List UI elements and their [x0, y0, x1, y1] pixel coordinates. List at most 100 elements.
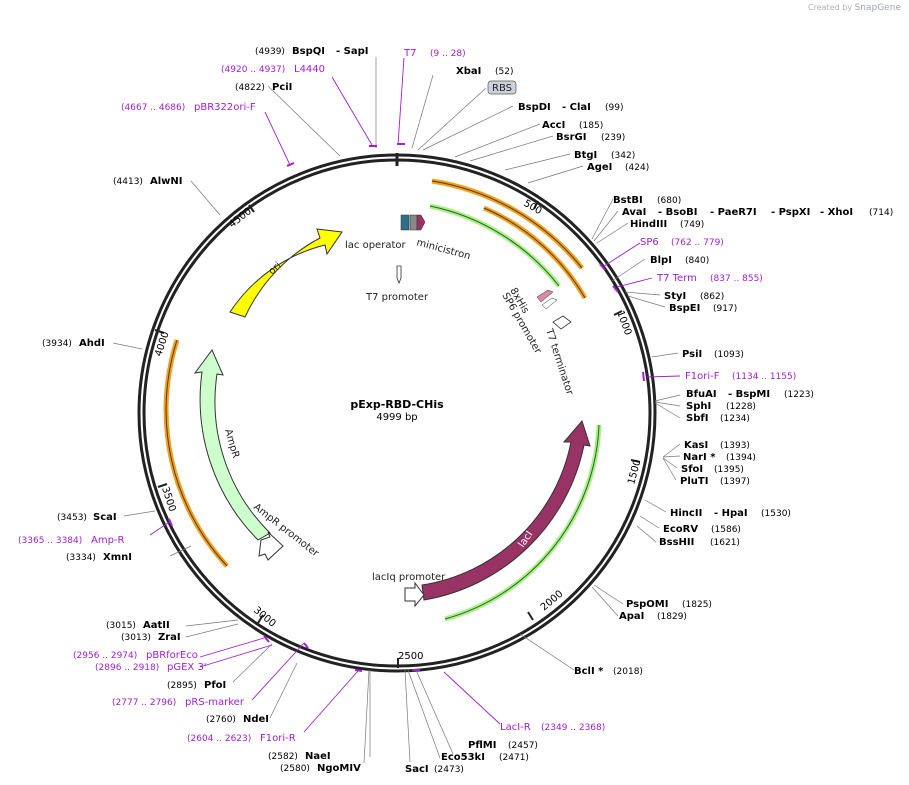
bspei-label[interactable]: BspEI: [669, 303, 700, 314]
kasi-pos: (1393): [720, 441, 750, 451]
f1ori-label[interactable]: F1ori-F: [685, 371, 720, 382]
t7-promoter-arrow[interactable]: [396, 265, 402, 285]
pgex3-label[interactable]: pGEX 3': [167, 662, 207, 673]
bspei-pos: (917): [713, 304, 737, 314]
blpi-label[interactable]: BlpI: [650, 255, 672, 266]
bsshii-label[interactable]: BssHII: [659, 537, 694, 548]
l4440-label[interactable]: L4440: [294, 64, 325, 75]
hindiii-pos: (749): [680, 220, 704, 230]
pflmi-pos: (2457): [508, 741, 538, 751]
ndei-label[interactable]: NdeI: [243, 714, 269, 725]
psii-label[interactable]: PsiI: [682, 349, 702, 360]
sphi-label[interactable]: SphI: [686, 401, 711, 412]
laci-r-label[interactable]: LacI-R: [500, 722, 531, 733]
saci-label[interactable]: SacI: [405, 764, 429, 775]
laci-arrow: [421, 419, 591, 601]
ampr-primer-label[interactable]: Amp-R: [91, 535, 125, 546]
ampr-promoter-arrow: [258, 531, 284, 561]
bspmi-label[interactable]: - BspMI: [728, 389, 770, 400]
pbr322-label[interactable]: pBR322ori-F: [194, 102, 256, 113]
sp6-label[interactable]: SP6: [640, 237, 659, 248]
pfoi-label[interactable]: PfoI: [204, 680, 226, 691]
feature-ori[interactable]: ori: [229, 228, 343, 318]
apai-label[interactable]: ApaI: [619, 611, 644, 622]
rbs-box[interactable]: [409, 214, 418, 231]
acci-label[interactable]: AccI: [542, 120, 565, 131]
bspdi-pos: (99): [605, 103, 623, 113]
bsobi-label[interactable]: - BsoBI: [658, 207, 697, 218]
his-tag-box[interactable]: [536, 289, 554, 303]
pspomi-pos: (1825): [682, 600, 712, 610]
ecorv-label[interactable]: EcoRV: [663, 524, 698, 535]
xhoi-label[interactable]: - XhoI: [820, 207, 853, 218]
bstbi-pos: (680): [657, 196, 681, 206]
paer7i-label[interactable]: - PaeR7I: [710, 207, 757, 218]
sbfi-label[interactable]: SbfI: [686, 413, 708, 424]
primer-leader-lines: [149, 57, 681, 733]
pflmi-label[interactable]: PflMI: [468, 740, 496, 751]
aatii-label[interactable]: AatII: [143, 620, 170, 631]
bspdi-label[interactable]: BspDI: [518, 102, 551, 113]
styi-label[interactable]: StyI: [664, 291, 686, 302]
bcli-label[interactable]: BclI *: [574, 666, 604, 677]
pcii-label[interactable]: PciI: [272, 82, 292, 93]
sapi-label[interactable]: - SapI: [336, 46, 368, 57]
pbr322-range: (4667 .. 4686): [121, 103, 185, 113]
acci-pos: (185): [579, 121, 603, 131]
ngomiv-label[interactable]: NgoMIV: [317, 763, 361, 774]
plasmid-name: pExp-RBD-CHis: [350, 398, 444, 411]
f1ori-r-label[interactable]: F1ori-R: [260, 733, 296, 744]
ori-arrow: [229, 228, 343, 318]
bfuai-label[interactable]: BfuAI: [686, 389, 717, 400]
scai-label[interactable]: ScaI: [93, 512, 117, 523]
rbs-badge[interactable]: [487, 80, 517, 95]
pspxi-label[interactable]: - PspXI: [771, 207, 810, 218]
ampr-arrow: [193, 349, 271, 541]
bstbi-label[interactable]: BstBI: [613, 195, 643, 206]
nari-label[interactable]: NarI *: [683, 452, 716, 463]
eco53ki-label[interactable]: Eco53kI: [441, 752, 485, 763]
saci-pos: (2473): [434, 765, 464, 775]
green-arc-bottom-line: [444, 424, 600, 620]
xmni-pos: (3334): [66, 553, 96, 563]
bspqi-label[interactable]: BspQI: [292, 46, 325, 57]
alwni-label[interactable]: AlwNI: [150, 176, 183, 187]
pbrforeco-range: (2956 .. 2974): [73, 651, 137, 661]
bsrgi-label[interactable]: BsrGI: [556, 132, 586, 143]
clai-label[interactable]: - ClaI: [562, 102, 591, 113]
prs-range: (2777 .. 2796): [112, 698, 176, 708]
t7term-label[interactable]: T7 Term: [656, 273, 697, 284]
xbai-label[interactable]: XbaI: [456, 66, 481, 77]
pluti-label[interactable]: PluTI: [680, 476, 708, 487]
blpi-pos: (840): [685, 256, 709, 266]
prs-label[interactable]: pRS-marker: [185, 697, 245, 708]
green-arc-top-line: [429, 205, 560, 287]
agei-label[interactable]: AgeI: [587, 162, 612, 173]
btgi-label[interactable]: BtgI: [574, 150, 597, 161]
ahdi-label[interactable]: AhdI: [79, 338, 105, 349]
zrai-label[interactable]: ZraI: [158, 632, 181, 643]
hincii-pos: (1530): [761, 509, 791, 519]
minicistron-arrow[interactable]: [416, 214, 426, 231]
laciq-promoter-arrow: [404, 581, 425, 608]
pbrforeco-label[interactable]: pBRforEco: [146, 650, 198, 661]
xmni-label[interactable]: XmnI: [103, 552, 132, 563]
tick-marks: [154, 200, 641, 668]
kasi-label[interactable]: KasI: [684, 440, 708, 451]
t7-terminator-box[interactable]: [552, 315, 572, 330]
feature-laciq-promoter[interactable]: lacIq promoter: [372, 572, 446, 608]
sp6-range: (762 .. 779): [671, 238, 724, 248]
hpai-label[interactable]: - HpaI: [714, 508, 748, 519]
lac-operator-box[interactable]: [400, 214, 410, 231]
naei-label[interactable]: NaeI: [305, 751, 331, 762]
hincii-label[interactable]: HincII: [670, 508, 702, 519]
t7-primer-label[interactable]: T7: [403, 48, 416, 59]
feature-laci[interactable]: lacI: [421, 419, 591, 601]
pspomi-label[interactable]: PspOMI: [626, 599, 668, 610]
avai-label[interactable]: AvaI: [622, 207, 646, 218]
alwni-pos: (4413): [113, 177, 143, 187]
hindiii-label[interactable]: HindIII: [630, 219, 667, 230]
sp6-promoter-arrow[interactable]: [541, 297, 558, 310]
sfoi-label[interactable]: SfoI: [681, 464, 703, 475]
